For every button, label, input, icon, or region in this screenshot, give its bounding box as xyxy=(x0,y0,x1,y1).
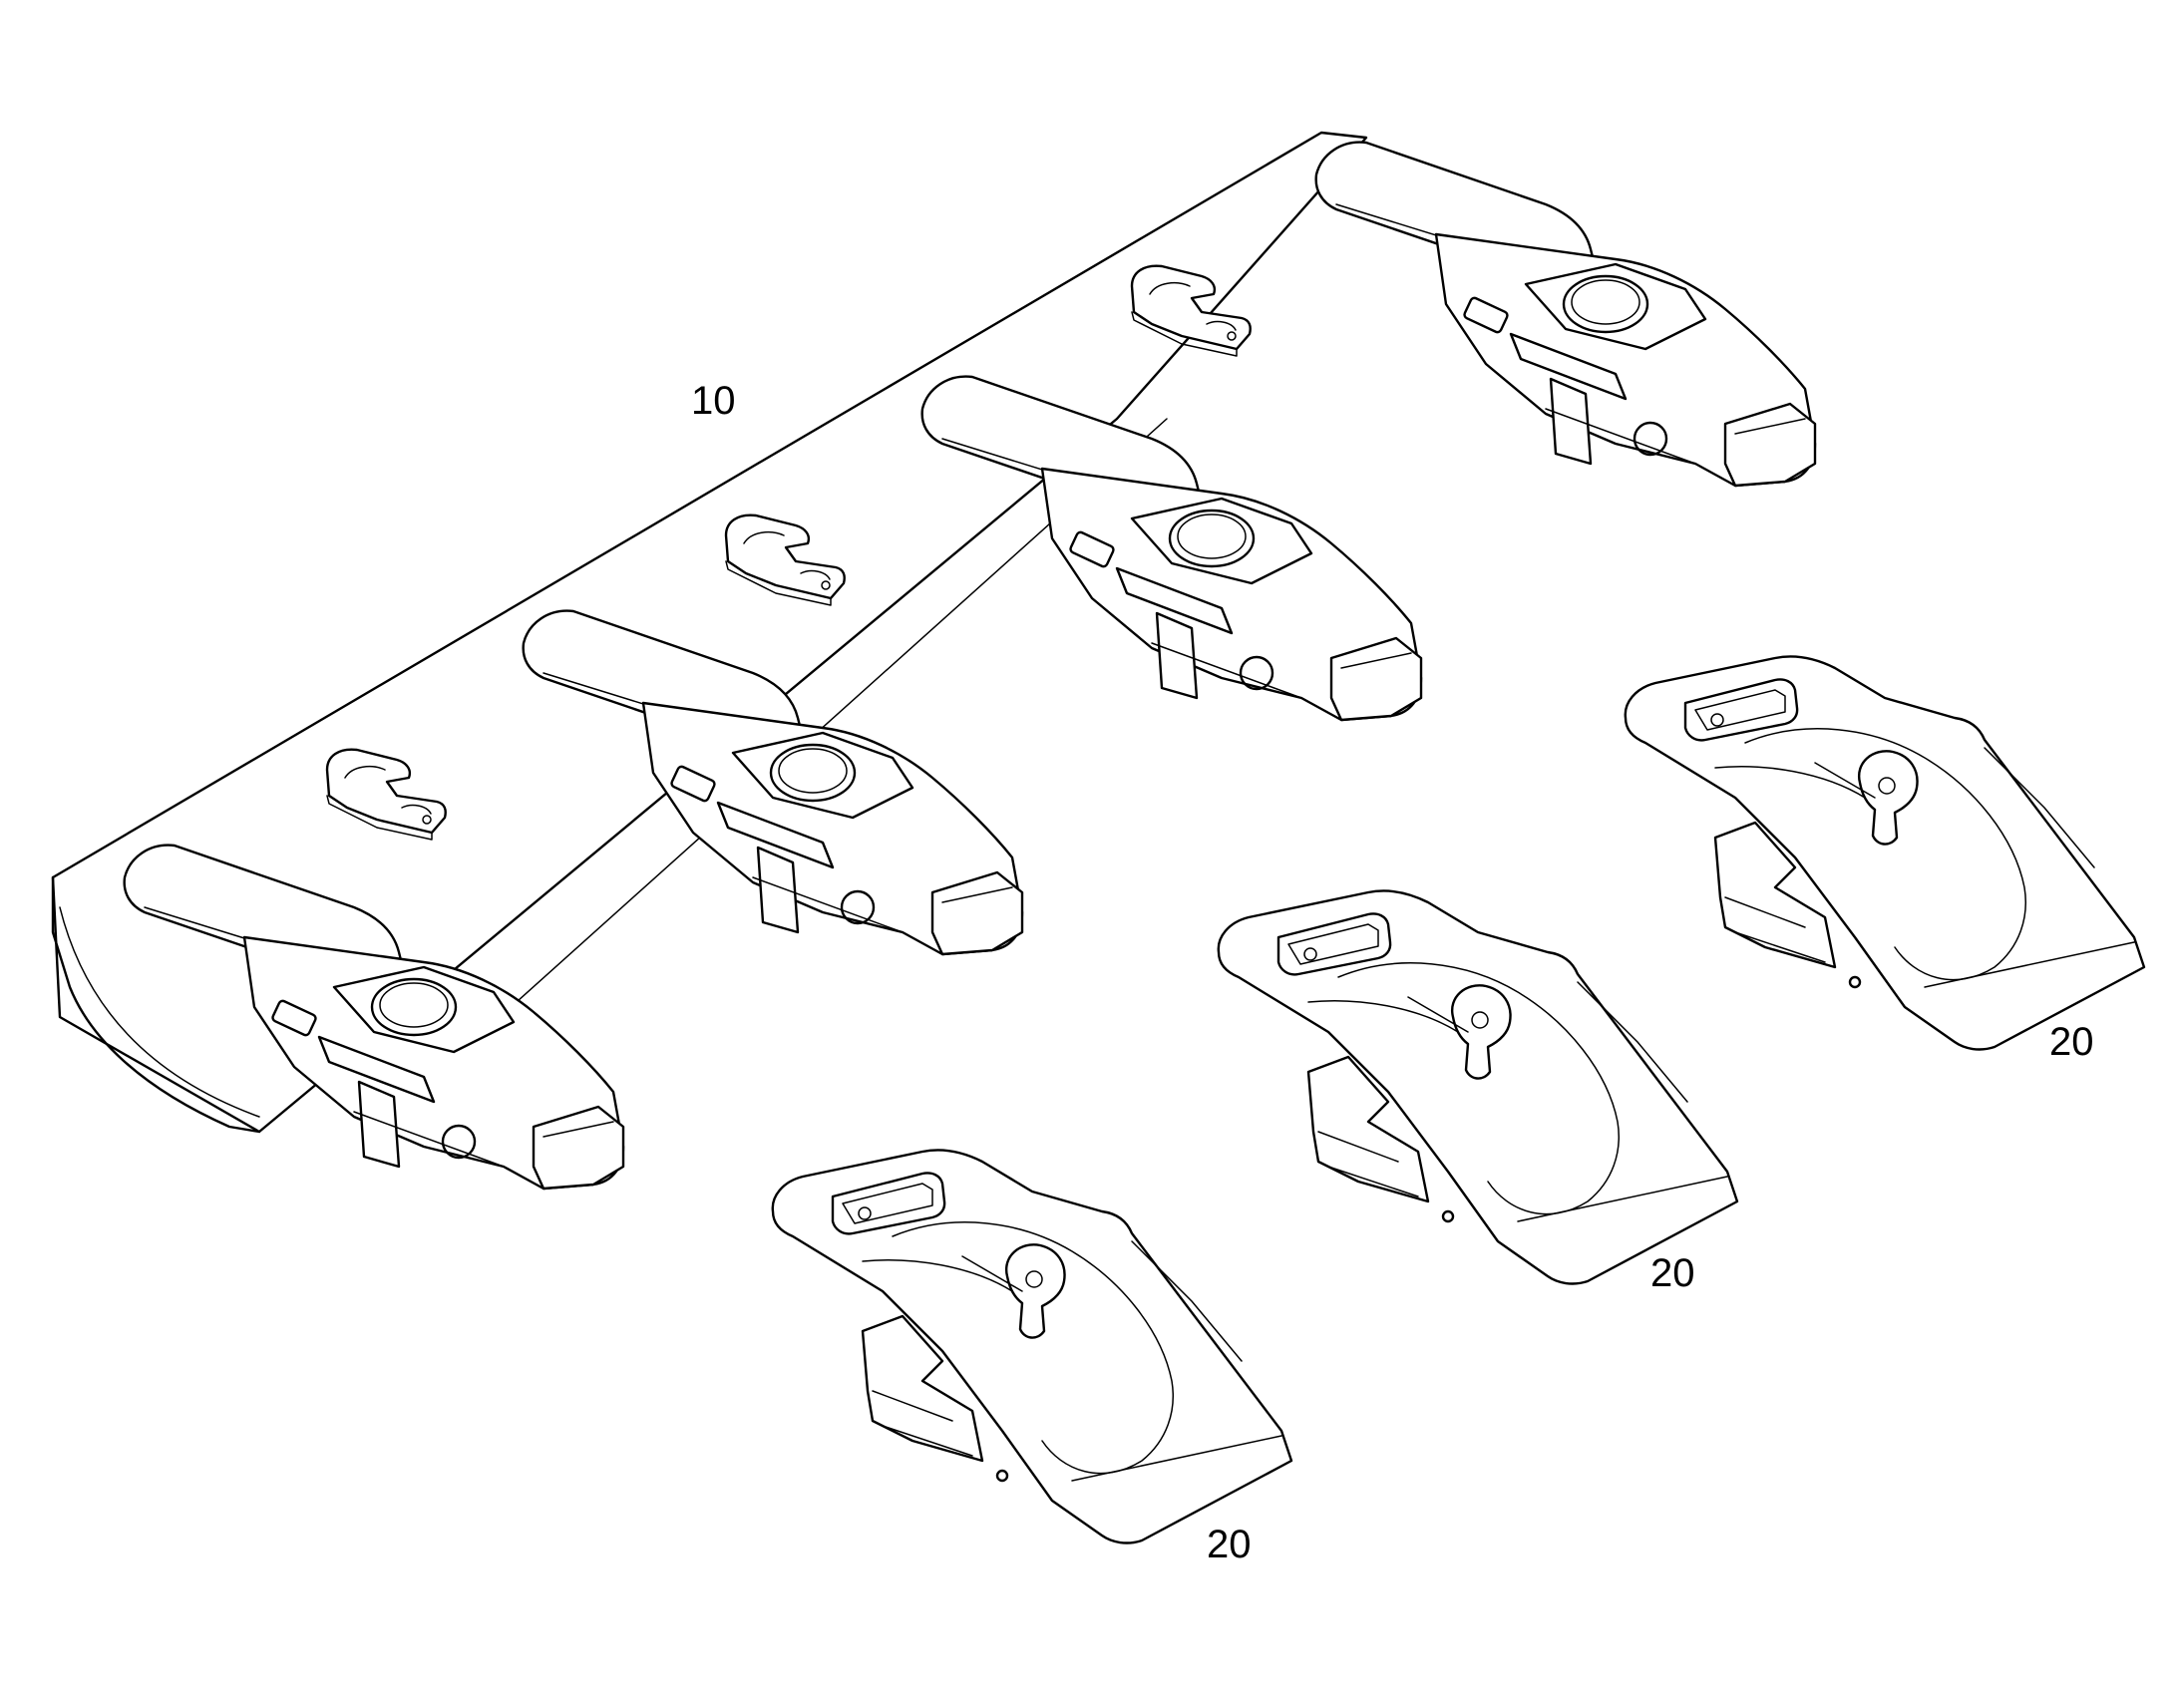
adapter-3 xyxy=(920,375,1423,722)
label-shroud-c: 20 xyxy=(2049,1020,2094,1064)
label-shroud-b: 20 xyxy=(1650,1251,1695,1295)
lip-plate xyxy=(51,131,1368,1134)
shroud-3 xyxy=(1624,655,2146,1051)
adapter-4 xyxy=(1314,141,1817,488)
shroud-1 xyxy=(771,1149,1293,1544)
shroud-2 xyxy=(1217,889,1739,1285)
label-shroud-a: 20 xyxy=(1207,1523,1252,1566)
label-lip-assembly: 10 xyxy=(691,379,736,423)
